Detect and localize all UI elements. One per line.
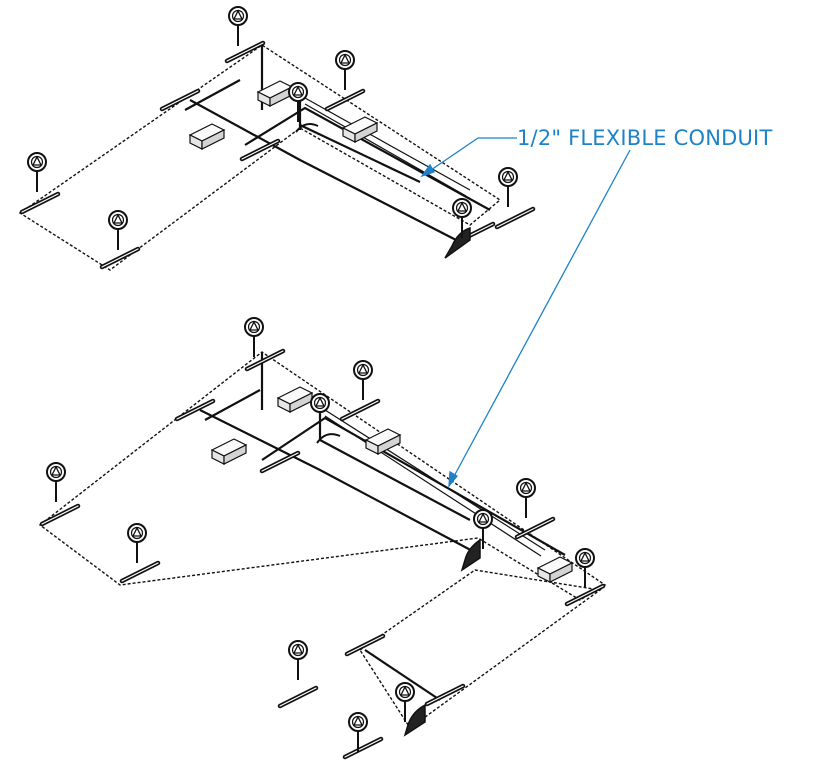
junction-box — [211, 438, 247, 465]
junction-box — [537, 556, 573, 583]
junction-box — [277, 386, 313, 413]
leveling-foot-icon — [335, 50, 355, 91]
leveling-foot-icon — [228, 6, 248, 47]
leveling-foot-icon — [244, 317, 264, 358]
frame-rail — [517, 519, 553, 537]
leveling-foot-icon — [353, 360, 373, 401]
leveling-foot-icon — [575, 548, 595, 589]
upper-assembly — [18, 6, 533, 271]
frame-rail — [247, 351, 283, 369]
callout-leaders — [420, 137, 631, 489]
frame-rail — [227, 43, 263, 61]
junction-box — [342, 116, 378, 143]
leveling-foot-icon — [288, 640, 308, 681]
lower-assembly — [38, 317, 607, 757]
frame-rail — [102, 249, 138, 267]
frame-rail — [497, 209, 533, 227]
leveling-foot-icon — [127, 523, 147, 564]
frame-rail — [327, 91, 363, 109]
frame-rail — [22, 194, 58, 212]
leveling-foot-icon — [395, 682, 415, 723]
junction-box — [189, 123, 225, 150]
frame-rail — [342, 401, 378, 419]
leveling-foot-icon — [498, 167, 518, 208]
frame-rail — [280, 688, 316, 706]
leveling-foot-icon — [27, 152, 47, 193]
frame-rail — [345, 739, 381, 757]
leveling-foot-icon — [108, 210, 128, 251]
leveling-foot-icon — [310, 393, 330, 434]
leveling-foot-icon — [46, 462, 66, 503]
junction-box — [365, 428, 401, 455]
frame-rail — [122, 563, 158, 581]
leveling-foot-icon — [516, 478, 536, 519]
conduit-callout-label: 1/2" FLEXIBLE CONDUIT — [517, 126, 773, 150]
